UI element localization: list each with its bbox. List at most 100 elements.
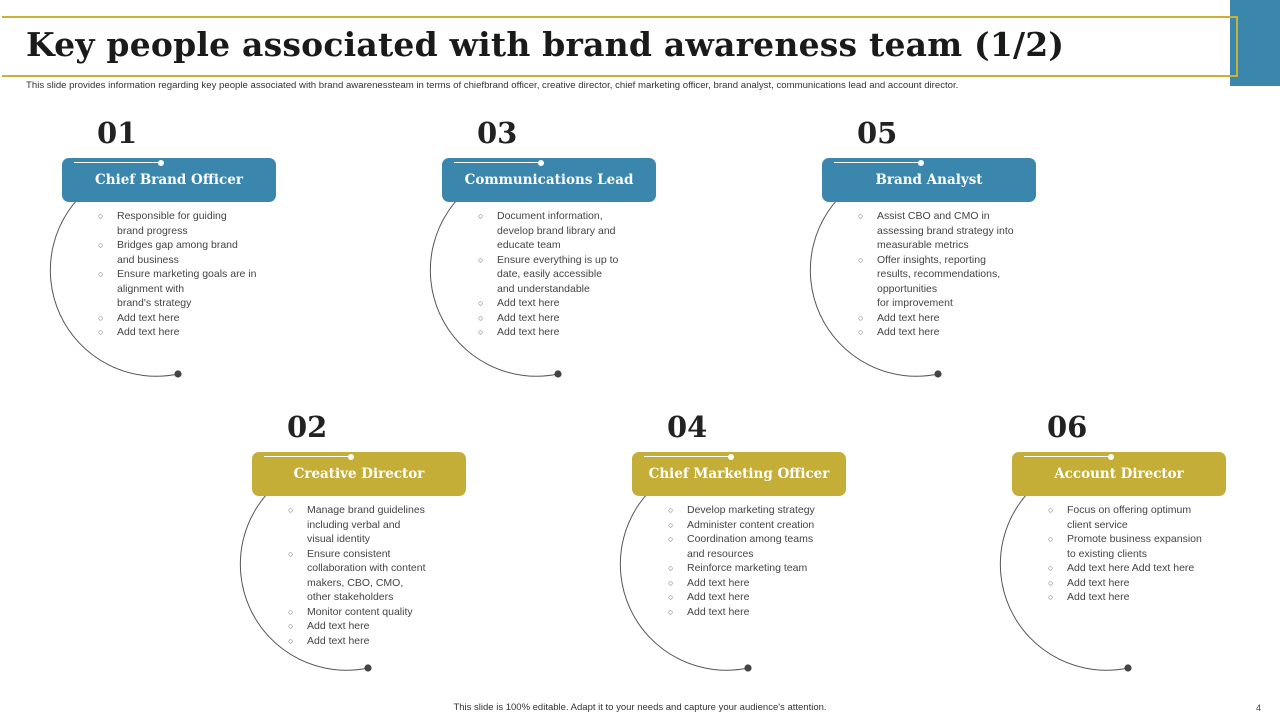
list-item: ○ Responsible for guiding brand progress — [98, 209, 268, 238]
list-item-text: Add text here — [687, 591, 750, 603]
circle-bullet-icon: ○ — [98, 312, 104, 323]
circle-bullet-icon: ○ — [288, 505, 294, 515]
list-item-text: Add text here — [497, 326, 560, 338]
list-item: ○Bridges gap among brand and business — [98, 238, 268, 267]
list-item-text: Coordination among teams and resources — [687, 533, 814, 560]
list-item-text: Develop marketing strategy — [687, 504, 815, 516]
list-item: ○Reinforce marketing team — [668, 561, 838, 576]
role-title: Chief Marketing Officer — [632, 452, 846, 496]
title-dot — [728, 453, 734, 460]
circle-bullet-icon: ○ — [668, 534, 674, 544]
circle-bullet-icon: ○ — [1048, 505, 1054, 515]
title-dot — [538, 159, 544, 166]
role-title: Creative Director — [252, 452, 466, 496]
circle-bullet-icon: ○ — [668, 606, 674, 617]
list-item: ○ Document information, develop brand lib… — [478, 209, 648, 253]
page-number: 4 — [1256, 703, 1262, 713]
arc-connector — [49, 185, 182, 378]
circle-bullet-icon: ○ — [1048, 563, 1054, 573]
title-frame — [2, 16, 1238, 77]
title-underline — [454, 162, 542, 163]
list-item: ○Offer insights, reporting results, reco… — [858, 253, 1028, 311]
list-item-text: Ensure marketing goals are in alignment … — [117, 268, 257, 309]
page-subtitle: This slide provides information regardin… — [26, 80, 959, 91]
list-item: ○Monitor content quality — [288, 605, 458, 620]
circle-bullet-icon: ○ — [1048, 577, 1054, 588]
list-item-text: Add text here — [687, 576, 750, 589]
card-number: 04 — [667, 410, 708, 444]
title-underline — [1024, 456, 1112, 457]
list-item-text: Promote business expansion to existing c… — [1067, 533, 1202, 560]
title-underline — [264, 456, 352, 457]
circle-bullet-icon: ○ — [478, 327, 484, 337]
list-item-text: Reinforce marketing team — [687, 562, 808, 574]
list-item-text: Ensure everything is up to date, easily … — [497, 253, 619, 295]
responsibility-list: ○Responsible for guiding brand progress○… — [98, 209, 268, 340]
responsibility-list: ○ Manage brand guidelines including verba… — [288, 503, 458, 648]
person-card: 05 Brand Analyst ○Assist CBO and CMO in … — [809, 116, 1062, 378]
circle-bullet-icon: ○ — [288, 621, 294, 631]
circle-bullet-icon: ○ — [858, 312, 864, 323]
list-item: ○ Ensure consistent collaboration with co… — [288, 547, 458, 605]
list-item-text: Add text here — [1067, 576, 1130, 589]
title-dot — [1108, 453, 1114, 460]
title-dot — [158, 159, 164, 166]
responsibility-list: ○Develop marketing strategy○Administer c… — [668, 503, 838, 619]
circle-bullet-icon: ○ — [478, 298, 484, 308]
card-number: 05 — [857, 116, 898, 150]
list-item-text: Add text here — [307, 620, 370, 632]
circle-bullet-icon: ○ — [858, 327, 864, 337]
list-item-text: Add text here — [877, 311, 940, 324]
list-item: ○Add text here — [288, 634, 458, 649]
card-number: 01 — [97, 116, 138, 150]
list-item: ○Add text here — [668, 576, 838, 591]
list-item-text: Add text here — [117, 326, 180, 338]
role-title-text: Chief Marketing Officer — [648, 466, 830, 482]
person-card: 01 Chief Brand Officer ○ Responsible for … — [49, 116, 302, 378]
responsibility-list: ○Assist CBO and CMO in assessing brand s… — [858, 209, 1028, 340]
list-item: ○Add text here — [668, 590, 838, 605]
list-item-text: Ensure consistent collaboration with con… — [307, 547, 426, 604]
circle-bullet-icon: ○ — [98, 240, 104, 250]
list-item: ○ Add text here — [858, 311, 1028, 326]
circle-bullet-icon: ○ — [98, 269, 104, 279]
circle-bullet-icon: ○ — [478, 312, 484, 323]
circle-bullet-icon: ○ — [98, 327, 104, 337]
page-title: Key people associated with brand awarene… — [26, 25, 1065, 64]
title-underline — [644, 456, 732, 457]
list-item: ○ Add text here — [1048, 576, 1218, 591]
list-item: ○Ensure everything is up to date, easily… — [478, 253, 648, 297]
list-item-text: Document information, develop brand libr… — [497, 210, 616, 251]
list-item: ○ Focus on offering optimum client servic… — [1048, 503, 1218, 532]
card-number: 03 — [477, 116, 518, 150]
circle-bullet-icon: ○ — [98, 211, 104, 221]
circle-bullet-icon: ○ — [478, 211, 484, 221]
circle-bullet-icon: ○ — [288, 606, 294, 617]
list-item-text: Add text here — [497, 297, 560, 309]
list-item: ○ Manage brand guidelines including verba… — [288, 503, 458, 547]
list-item-text: Manage brand guidelines including verbal… — [307, 504, 425, 545]
title-dot — [918, 159, 924, 166]
list-item: ○Add text here — [98, 311, 268, 326]
list-item: ○ Promote business expansion to existing … — [1048, 532, 1218, 561]
title-underline — [834, 162, 922, 163]
list-item: ○Add text here — [478, 311, 648, 326]
person-card: 06 Account Director ○Focus on offering o… — [999, 410, 1252, 672]
role-title-text: Communications Lead — [464, 172, 634, 188]
card-number: 02 — [287, 410, 328, 444]
circle-bullet-icon: ○ — [1048, 534, 1054, 544]
footer-note: This slide is 100% editable. Adapt it to… — [453, 702, 827, 713]
list-item: ○ Coordination among teams and resources — [668, 532, 838, 561]
circle-bullet-icon: ○ — [288, 548, 294, 559]
list-item-text: Focus on offering optimum client service — [1067, 504, 1192, 531]
arc-connector — [809, 185, 942, 378]
circle-bullet-icon: ○ — [288, 635, 294, 646]
role-title: Communications Lead — [442, 158, 656, 202]
role-title-text: Creative Director — [293, 466, 425, 482]
title-underline — [74, 162, 162, 163]
arc-connector — [999, 479, 1132, 672]
list-item: ○Add text here — [668, 605, 838, 620]
list-item-text: Responsible for guiding brand progress — [117, 210, 227, 237]
role-title: Chief Brand Officer — [62, 158, 276, 202]
circle-bullet-icon: ○ — [668, 519, 674, 530]
